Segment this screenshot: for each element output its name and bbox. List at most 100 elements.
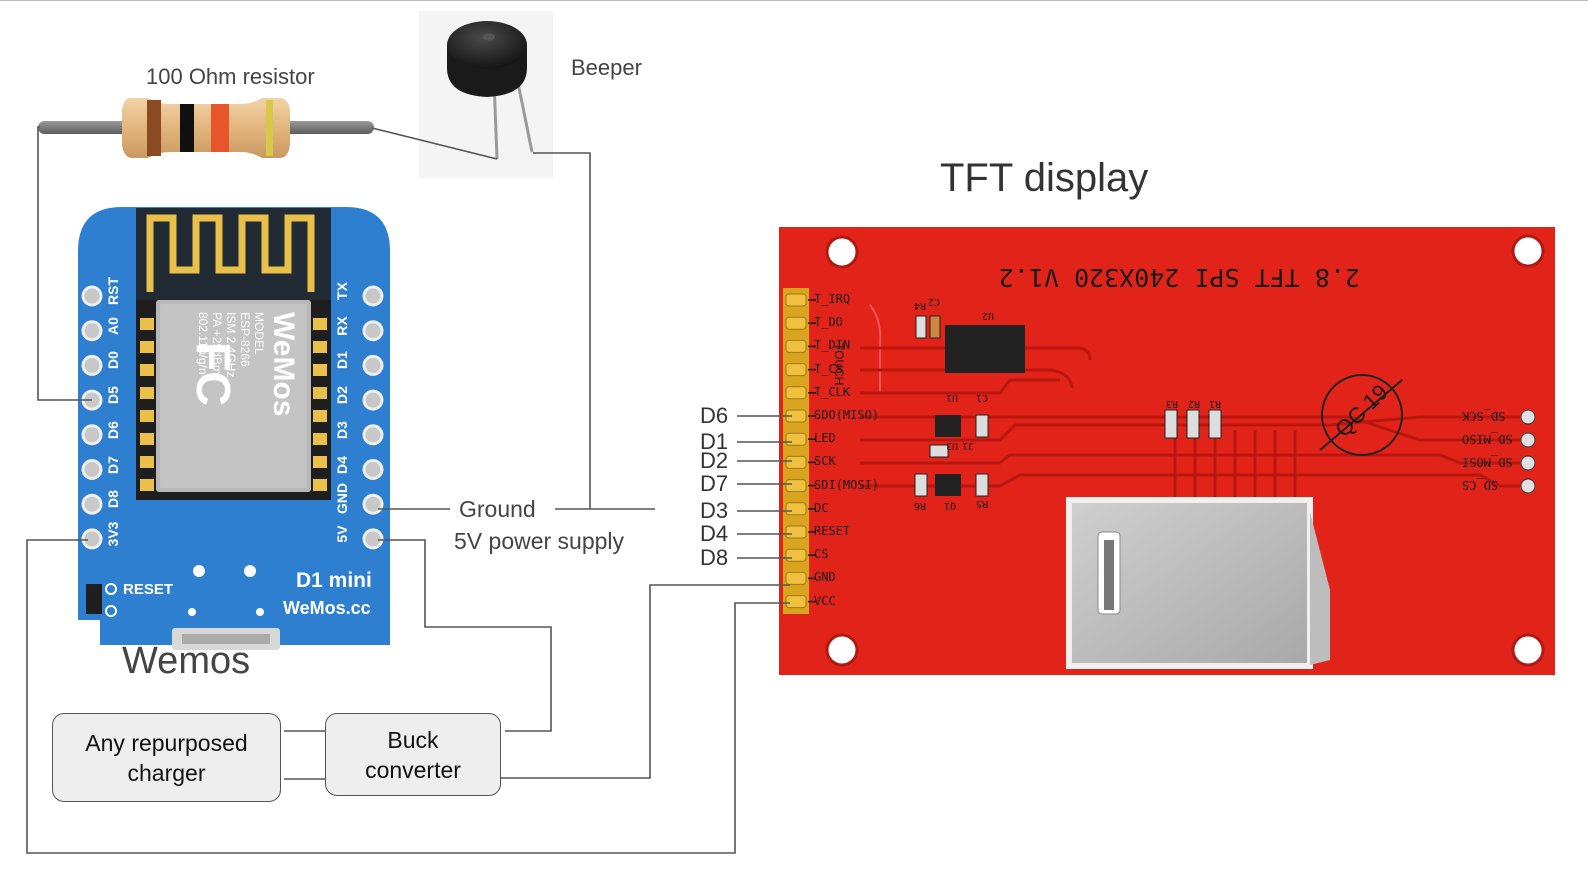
wemos-left-pin-d6 — [81, 424, 103, 446]
module-pad — [140, 456, 154, 468]
wemos-pin-row — [81, 285, 384, 550]
tft-component-r1: R1 — [1209, 398, 1222, 409]
wemos-left-pin-d7 — [81, 459, 103, 480]
pin-map-label-d6: D6 — [700, 403, 729, 428]
wemos-module-pads — [140, 318, 327, 491]
wemos-left-pin-label-3v3: 3V3 — [105, 521, 121, 547]
pin-map-label-d4: D4 — [700, 521, 729, 546]
wemos-module-line: ISM 2.4GHz — [224, 312, 238, 378]
wire-resistor-to-beeper — [371, 127, 498, 160]
wemos-left-pin-d0 — [81, 354, 103, 376]
tft-component-r2: R2 — [1188, 398, 1201, 409]
module-pad — [140, 318, 154, 330]
wemos-right-pin-d2 — [362, 389, 384, 411]
tft-header-pin — [785, 386, 807, 400]
sd-pin — [1520, 409, 1536, 425]
sd-pin — [1520, 432, 1536, 448]
module-pad — [313, 479, 327, 491]
tft-component-u1: U1 — [946, 392, 959, 403]
tft-sd-pin-label-sd-sck: SD_SCK — [1462, 409, 1506, 423]
module-pad — [140, 433, 154, 445]
power-supply-label: 5V power supply — [454, 528, 625, 554]
wemos-left-pin-label-d8: D8 — [105, 490, 121, 509]
tft-component-r6: R6 — [914, 500, 927, 511]
tft-sd-pin-row — [1520, 409, 1536, 494]
tft-pin-label-cs: CS — [814, 547, 829, 562]
tft-header-pin — [785, 502, 807, 516]
module-pad — [140, 341, 154, 353]
wemos-model-label: D1 mini — [296, 569, 372, 592]
wemos-right-pin-label-gnd: GND — [334, 483, 350, 515]
resistor-label: 100 Ohm resistor — [146, 64, 315, 89]
tft-sd-pin-label-sd-miso: SD_MISO — [1462, 432, 1513, 446]
tft-pin-label-t-irq: T_IRQ — [814, 292, 851, 306]
pin-map-label-d1: D1 — [700, 429, 729, 454]
wemos-right-pin-label-rx: RX — [334, 315, 350, 336]
tft-header-pin — [785, 316, 807, 330]
module-pad — [140, 387, 154, 399]
tft-header-pin — [785, 548, 807, 562]
beeper-image — [419, 11, 553, 178]
tft-pin-label-dc: DC — [814, 500, 829, 515]
tft-component-u3: U3 — [946, 440, 959, 451]
tft-component-q1: Q1 — [944, 500, 957, 511]
wire-resistor-to-d5 — [37, 126, 92, 401]
wemos-left-pin-label-d0: D0 — [105, 351, 121, 370]
tft-header-pin — [785, 525, 807, 539]
tft-header-pin — [785, 571, 807, 585]
tft-component-c1: C1 — [976, 392, 989, 403]
wemos-brand-label: WeMos.cc — [283, 598, 371, 618]
tft-header-pin — [785, 455, 807, 469]
wemos-left-pin-rst — [81, 285, 103, 307]
wemos-right-pin-5v — [362, 528, 384, 550]
wemos-module-line: 802.11b/g/n — [196, 312, 210, 375]
wemos-module-line: WeMos — [267, 312, 300, 417]
wemos-right-pin-label-d3: D3 — [334, 420, 350, 439]
wemos-right-pin-rx — [362, 320, 384, 342]
tft-sd-pin-label-sd-mosi: SD_MOSI — [1462, 455, 1513, 469]
tft-component-r5: R5 — [976, 498, 989, 509]
tft-pin-row — [785, 293, 816, 609]
tft-component-j1: J1 — [962, 440, 975, 451]
wemos-right-pin-label-d1: D1 — [334, 351, 350, 370]
sd-pin — [1520, 478, 1536, 494]
tft-board — [779, 227, 1555, 675]
tft-header-pin — [785, 595, 807, 609]
wemos-right-pin-label-d2: D2 — [334, 386, 350, 405]
module-pad — [313, 456, 327, 468]
beeper-label: Beeper — [571, 55, 642, 80]
tft-pin-label-t-din: T_DIN — [814, 338, 851, 353]
pin-map-wires — [737, 415, 792, 559]
wire-5v — [378, 539, 552, 732]
wemos-right-pin-label-tx: TX — [334, 282, 350, 300]
sd-pin — [1520, 455, 1536, 471]
wemos-right-pin-d4 — [362, 459, 384, 480]
wemos-right-pin-label-5v: 5V — [334, 525, 350, 543]
tft-header-pin — [785, 293, 807, 307]
tft-pin-label-sck: SCK — [814, 454, 836, 469]
tft-header-pin — [785, 432, 807, 446]
tft-component-c2: C2 — [928, 296, 941, 307]
module-pad — [313, 318, 327, 330]
tft-pin-label-t-clk: T_CLK — [814, 384, 851, 399]
wemos-left-pin-a0 — [81, 320, 103, 342]
wemos-module-line: MODEL — [252, 312, 266, 355]
tft-component-r3: R3 — [1166, 398, 1179, 409]
wemos-left-pin-label-a0: A0 — [105, 316, 121, 335]
pin-map-label-d2: D2 — [700, 448, 729, 473]
wemos-left-pin-label-rst: RST — [105, 277, 121, 305]
module-pad — [313, 410, 327, 422]
buck-converter-box: Buck converter — [325, 713, 501, 796]
tft-pin-label-t-do: T_DO — [814, 315, 843, 330]
wemos-left-pin-label-d7: D7 — [105, 455, 121, 474]
module-pad — [313, 364, 327, 376]
tft-pin-label-led: LED — [814, 431, 836, 446]
top-border — [0, 0, 1588, 1]
tft-header-pin — [785, 339, 807, 353]
tft-title: TFT display — [940, 156, 1149, 200]
tft-component-r4: R4 — [914, 300, 927, 311]
wire-buck-to-gnd — [500, 584, 790, 779]
tft-pin-label-t-cs: T_CS — [814, 361, 843, 376]
module-pad — [313, 387, 327, 399]
